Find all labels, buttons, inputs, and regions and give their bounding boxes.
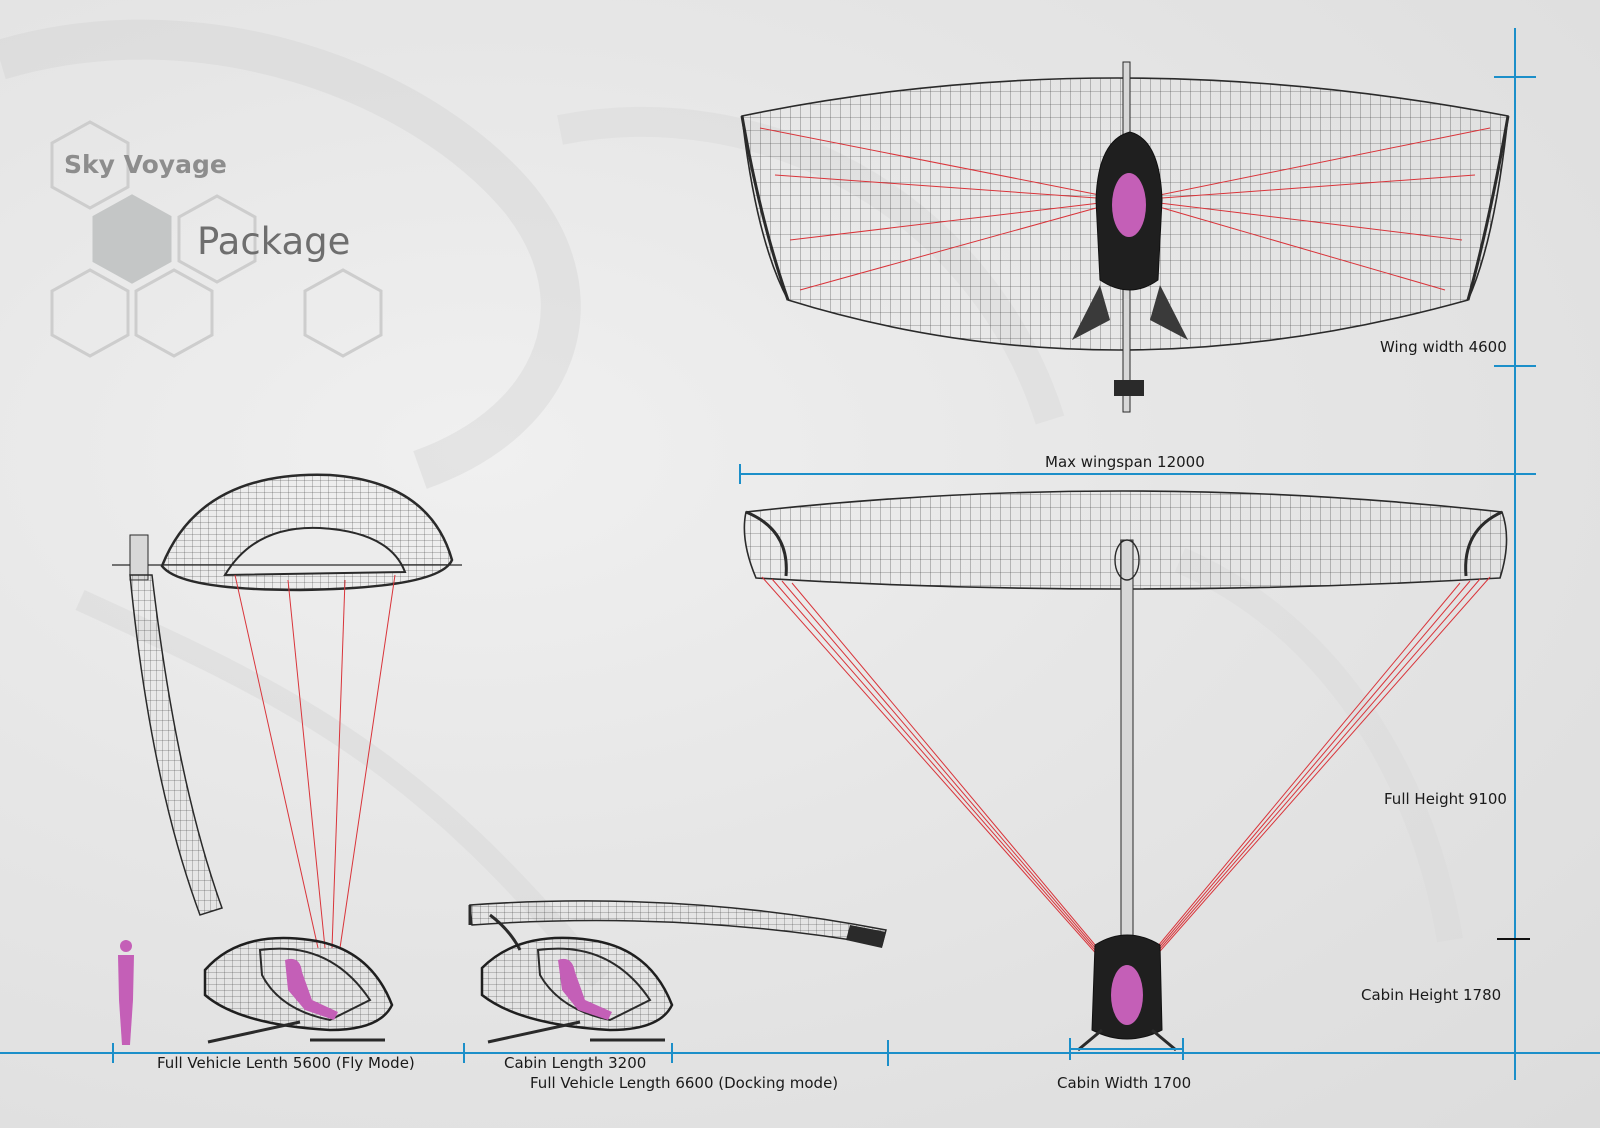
side-view-fly-mode xyxy=(112,473,462,1045)
cabin-width-label: Cabin Width 1700 xyxy=(1057,1074,1192,1092)
brand-title: Sky Voyage xyxy=(64,150,227,179)
hexagon-outline-bottom-right xyxy=(303,268,383,358)
hexagon-logo-cluster xyxy=(50,120,383,358)
side-view-docking-mode xyxy=(468,900,887,1044)
top-view-occupant xyxy=(1112,173,1146,237)
hexagon-outline-bottom-mid xyxy=(134,268,214,358)
front-view-suspension-lines xyxy=(761,576,1491,959)
front-view-mast xyxy=(1120,539,1134,941)
hexagon-filled xyxy=(92,194,172,284)
front-view xyxy=(743,490,1508,1052)
full-vehicle-length-fly-label: Full Vehicle Lenth 5600 (Fly Mode) xyxy=(157,1054,415,1072)
hexagon-outline-bottom-left xyxy=(50,268,130,358)
human-scale-figure xyxy=(118,940,134,1045)
full-height-label: Full Height 9100 xyxy=(1384,790,1507,808)
wing-width-label: Wing width 4600 xyxy=(1380,338,1507,356)
page-title: Package xyxy=(197,220,351,263)
side-view-occupant xyxy=(285,958,338,1020)
max-wingspan-label: Max wingspan 12000 xyxy=(1045,453,1205,471)
full-vehicle-length-docking-label: Full Vehicle Length 6600 (Docking mode) xyxy=(530,1074,839,1092)
top-view-suspension-lines xyxy=(759,127,1491,291)
docking-wing xyxy=(469,900,887,946)
cabin-length-label: Cabin Length 3200 xyxy=(504,1054,647,1072)
side-view-arm xyxy=(129,574,223,916)
front-view-occupant xyxy=(1111,965,1143,1025)
top-view xyxy=(740,61,1510,413)
top-view-fuselage xyxy=(1072,61,1188,413)
side-view-suspension-lines xyxy=(234,574,396,949)
dimension-lines xyxy=(0,28,1600,1080)
docking-occupant xyxy=(558,958,612,1020)
hexagon-outline-top xyxy=(50,120,130,210)
hexagon-outline-right xyxy=(177,194,257,284)
cabin-height-label: Cabin Height 1780 xyxy=(1361,986,1502,1004)
